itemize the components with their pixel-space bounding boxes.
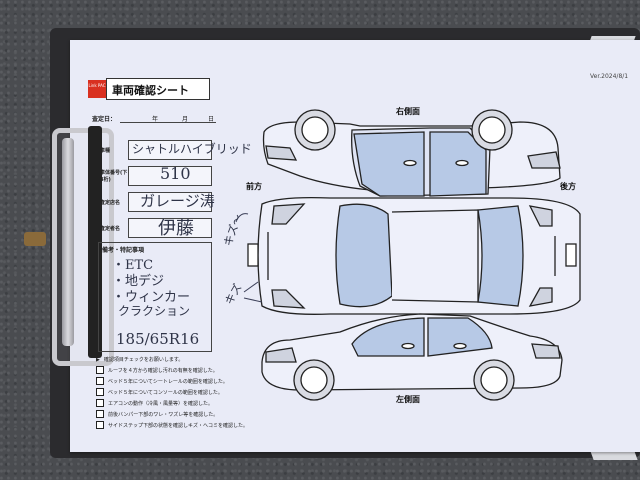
- checklist-item[interactable]: サイドステップ下部の状態を確認しキズ・ヘコミを確認した。: [96, 421, 248, 429]
- vin-field[interactable]: [128, 166, 212, 186]
- checkbox-icon[interactable]: [96, 366, 104, 374]
- remarks-line-4: クラクション: [118, 304, 191, 318]
- right-side-label: 右側面: [396, 107, 420, 116]
- car-left-side-view: [261, 313, 563, 401]
- checkbox-icon[interactable]: [96, 399, 104, 407]
- day-label: 日: [208, 116, 215, 123]
- clip-lever: [62, 138, 74, 346]
- remarks-line-1: ・ETC: [112, 258, 154, 273]
- arrow-icon: ▶: [96, 356, 100, 363]
- checklist-item[interactable]: ベッド５年についてコンソールの範囲を確認した。: [96, 388, 223, 396]
- remarks-label: 備考・特記事項: [102, 247, 145, 254]
- rear-label: 後方: [560, 182, 576, 191]
- car-right-side-view: [262, 109, 561, 197]
- appraiser-handwriting: 伊藤: [158, 218, 194, 239]
- shop-label: 査定店名: [100, 199, 121, 206]
- vin-handwriting: 510: [160, 164, 191, 183]
- scratch-marks: [235, 213, 263, 303]
- vin-label: 車体番号(下3桁): [100, 170, 128, 183]
- sheet-title: 車両確認シート: [112, 84, 189, 97]
- shop-field[interactable]: [128, 192, 212, 212]
- checkbox-icon[interactable]: [96, 410, 104, 418]
- appraiser-field[interactable]: [128, 218, 212, 238]
- checklist-item[interactable]: エアコンの動作（冷風・風量等）を確認した。: [96, 399, 213, 407]
- front-label: 前方: [246, 182, 262, 191]
- checklist-item[interactable]: ルーフを４方から確認し汚れの有無を確認した。: [96, 366, 218, 374]
- checkbox-icon[interactable]: [96, 377, 104, 385]
- car-model-field[interactable]: [128, 140, 212, 160]
- checklist-heading: ▶ 確認項目チェックをお願いします。: [96, 356, 184, 364]
- car-top-view: [247, 196, 581, 315]
- linkpac-logo: Link PAC: [88, 80, 106, 98]
- year-label: 年: [152, 116, 159, 123]
- checklist-item[interactable]: ベッド５年についてシートレールの範囲を確認した。: [96, 377, 228, 385]
- title-box: [106, 78, 210, 100]
- checkbox-icon[interactable]: [96, 421, 104, 429]
- month-label: 月: [182, 116, 189, 123]
- checkbox-icon[interactable]: [96, 388, 104, 396]
- car-model-label: 車種: [100, 147, 111, 154]
- appraiser-label: 査定者名: [100, 225, 121, 232]
- clip-rivet: [24, 232, 46, 246]
- checklist-item[interactable]: 前後バンパー下部のワレ・ワズレ等を確認した。: [96, 410, 218, 418]
- date-underline: [120, 122, 216, 123]
- shop-handwriting: ガレージ涛: [140, 192, 215, 210]
- version-text: Ver.2024/8/1: [590, 73, 629, 80]
- remarks-line-3: ・ウィンカー: [112, 290, 191, 305]
- car-model-handwriting: シャトルハイブリッド: [132, 142, 252, 156]
- left-side-label: 左側面: [396, 395, 420, 404]
- tire-size-note: 185/65R16: [116, 330, 200, 348]
- date-label: 査定日：: [92, 116, 117, 123]
- remarks-line-2: ・地デジ: [112, 274, 165, 289]
- remarks-box[interactable]: [98, 242, 212, 352]
